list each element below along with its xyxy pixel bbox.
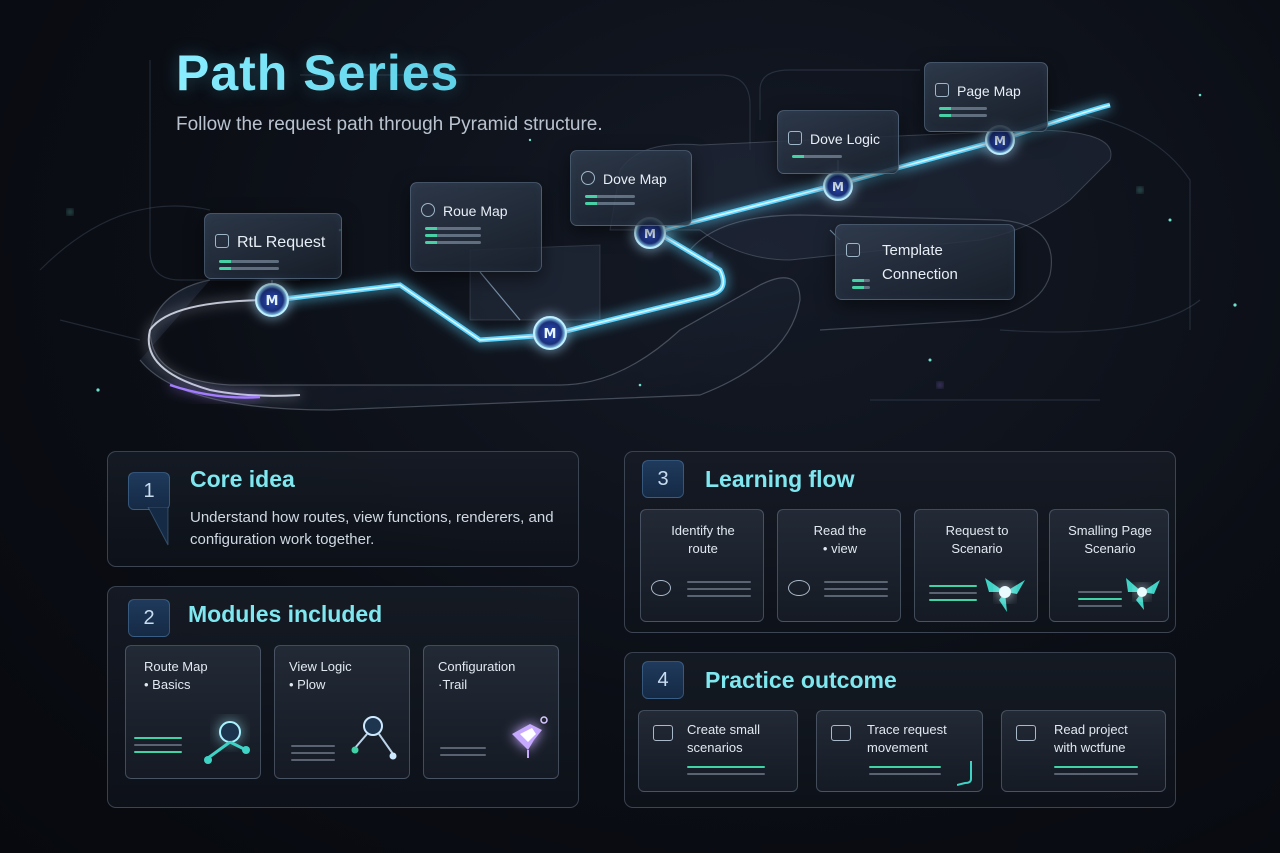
node-label: Template Connection (882, 242, 958, 283)
outcome-label: Trace request movement (867, 722, 947, 755)
panel-title: Modules included (188, 601, 383, 627)
svg-text:M: M (644, 227, 656, 241)
number-badge: 2 (128, 599, 170, 637)
outcome-label: Read project with wctfune (1054, 722, 1128, 755)
purple-swoosh (169, 383, 261, 399)
spinner-icon (985, 578, 1025, 612)
project-icon (1016, 725, 1036, 741)
flow-step-label: Read the • view (813, 523, 867, 556)
node-label: RtL Request (237, 234, 326, 251)
node-label: Roue Map (443, 203, 508, 219)
page-icon (935, 83, 949, 97)
path-node: M (985, 125, 1015, 155)
path-node: M (823, 171, 853, 201)
node-label: Dove Logic (810, 131, 881, 147)
flow-step-label: Identify the route (671, 523, 735, 556)
node-label: Page Map (957, 83, 1021, 99)
spinner-icon (1126, 578, 1160, 610)
flow-step-label: Request to Scenario (945, 523, 1009, 556)
template-icon (846, 243, 860, 257)
number-badge: 1 (128, 472, 170, 510)
flow-step-card[interactable]: Request to Scenario (914, 509, 1038, 622)
module-label: Route Map • Basics (144, 659, 208, 692)
flow-step-label: Smalling Page Scenario (1068, 523, 1152, 556)
panel-title: Learning flow (705, 466, 855, 492)
number-badge: 4 (642, 661, 684, 699)
module-label: Configuration ·Trail (438, 659, 516, 692)
map-icon (581, 171, 595, 185)
node-card-dove-logic: Dove Logic (777, 110, 899, 174)
flow-step-card[interactable]: Read the • view (777, 509, 901, 622)
node-label: Dove Map (603, 171, 667, 187)
node-card-template: Template Connection (835, 224, 1015, 300)
panel-title: Practice outcome (705, 667, 897, 693)
trace-icon (831, 725, 851, 741)
corner-accent (957, 761, 972, 786)
eye-icon (788, 580, 810, 596)
outcome-card[interactable]: Create small scenarios (638, 710, 798, 792)
map-icon (421, 203, 435, 217)
node-card-page-map: Page Map (924, 62, 1048, 132)
module-card[interactable]: Route Map • Basics (125, 645, 261, 779)
panel-practice: 4 Practice outcome Create small scenario… (624, 652, 1176, 808)
page-title: Path Series (176, 45, 460, 101)
module-card[interactable]: View Logic • Plow (274, 645, 410, 779)
module-card[interactable]: Configuration ·Trail (423, 645, 559, 779)
outcome-label: Create small scenarios (687, 722, 760, 755)
svg-text:M: M (832, 180, 844, 194)
flow-step-card[interactable]: Smalling Page Scenario (1049, 509, 1169, 622)
document-icon (215, 234, 229, 248)
network-icon (204, 721, 250, 764)
flow-icon (351, 716, 397, 760)
node-card-request: RtL Request (204, 213, 342, 279)
outcome-card[interactable]: Read project with wctfune (1001, 710, 1166, 792)
chart-icon (653, 725, 673, 741)
svg-text:M: M (544, 327, 557, 342)
page-subtitle: Follow the request path through Pyramid … (176, 114, 603, 135)
node-card-dove-map: Dove Map (570, 150, 692, 226)
purple-particles (708, 253, 942, 387)
number-badge: 3 (642, 460, 684, 498)
panel-core-idea: 1 Core idea Understand how routes, view … (107, 451, 579, 567)
white-swoosh (147, 299, 301, 397)
panel-title: Core idea (190, 466, 295, 492)
node-card-roue-map: Roue Map (410, 182, 542, 272)
badge-tail (147, 507, 169, 546)
spark-icon (512, 716, 548, 758)
panel-modules: 2 Modules included Route Map • Basics Vi… (107, 586, 579, 808)
path-node: M (533, 316, 567, 350)
outcome-card[interactable]: Trace request movement (816, 710, 983, 792)
panel-learning-flow: 3 Learning flow Identify the route Read … (624, 451, 1176, 633)
svg-text:M: M (994, 134, 1006, 148)
svg-text:M: M (266, 294, 279, 309)
map-pin-icon (651, 580, 671, 596)
path-node: M (255, 283, 289, 317)
panel-description: Understand how routes, view functions, r… (190, 509, 554, 548)
logic-icon (788, 131, 802, 145)
module-label: View Logic • Plow (289, 659, 352, 692)
flow-step-card[interactable]: Identify the route (640, 509, 764, 622)
